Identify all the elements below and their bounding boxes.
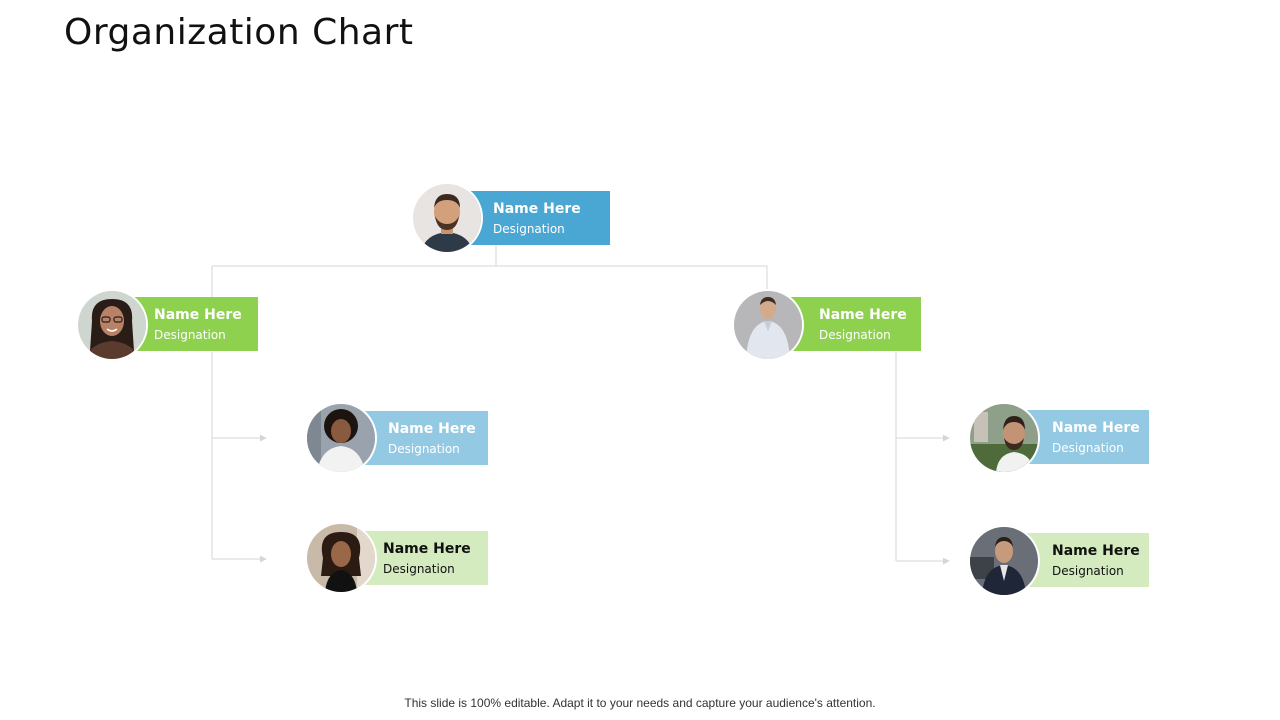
avatar-left	[78, 291, 146, 359]
card-top-designation: Designation	[493, 221, 565, 236]
avatar-right-child-1	[970, 404, 1038, 472]
footer-note: This slide is 100% editable. Adapt it to…	[404, 696, 876, 710]
card-left-child-1[interactable]: Name Here Designation	[355, 411, 488, 465]
avatar-right	[734, 291, 802, 359]
card-right-child-1-designation: Designation	[1052, 440, 1124, 455]
page-title: Organization Chart	[64, 12, 414, 53]
avatar-left-child-1	[307, 404, 375, 472]
card-right-child-1-name: Name Here	[1052, 419, 1140, 436]
card-right-name: Name Here	[819, 306, 907, 323]
avatar-right-child-2	[970, 527, 1038, 595]
card-left-designation: Designation	[154, 327, 226, 342]
card-left-child-2-name: Name Here	[383, 540, 471, 557]
card-top[interactable]: Name Here Designation	[460, 191, 610, 245]
card-right[interactable]: Name Here Designation	[788, 297, 921, 351]
card-left-name: Name Here	[154, 306, 242, 323]
card-left[interactable]: Name Here Designation	[123, 297, 258, 351]
card-right-child-2-name: Name Here	[1052, 542, 1140, 559]
card-left-child-2[interactable]: Name Here Designation	[355, 531, 488, 585]
card-right-child-2[interactable]: Name Here Designation	[1019, 533, 1149, 587]
card-top-name: Name Here	[493, 200, 581, 217]
card-right-child-1[interactable]: Name Here Designation	[1019, 410, 1149, 464]
avatar-left-child-2	[307, 524, 375, 592]
avatar-top	[413, 184, 481, 252]
card-left-child-1-name: Name Here	[388, 420, 476, 437]
card-right-designation: Designation	[819, 327, 891, 342]
card-left-child-2-designation: Designation	[383, 561, 455, 576]
card-right-child-2-designation: Designation	[1052, 563, 1124, 578]
card-left-child-1-designation: Designation	[388, 441, 460, 456]
